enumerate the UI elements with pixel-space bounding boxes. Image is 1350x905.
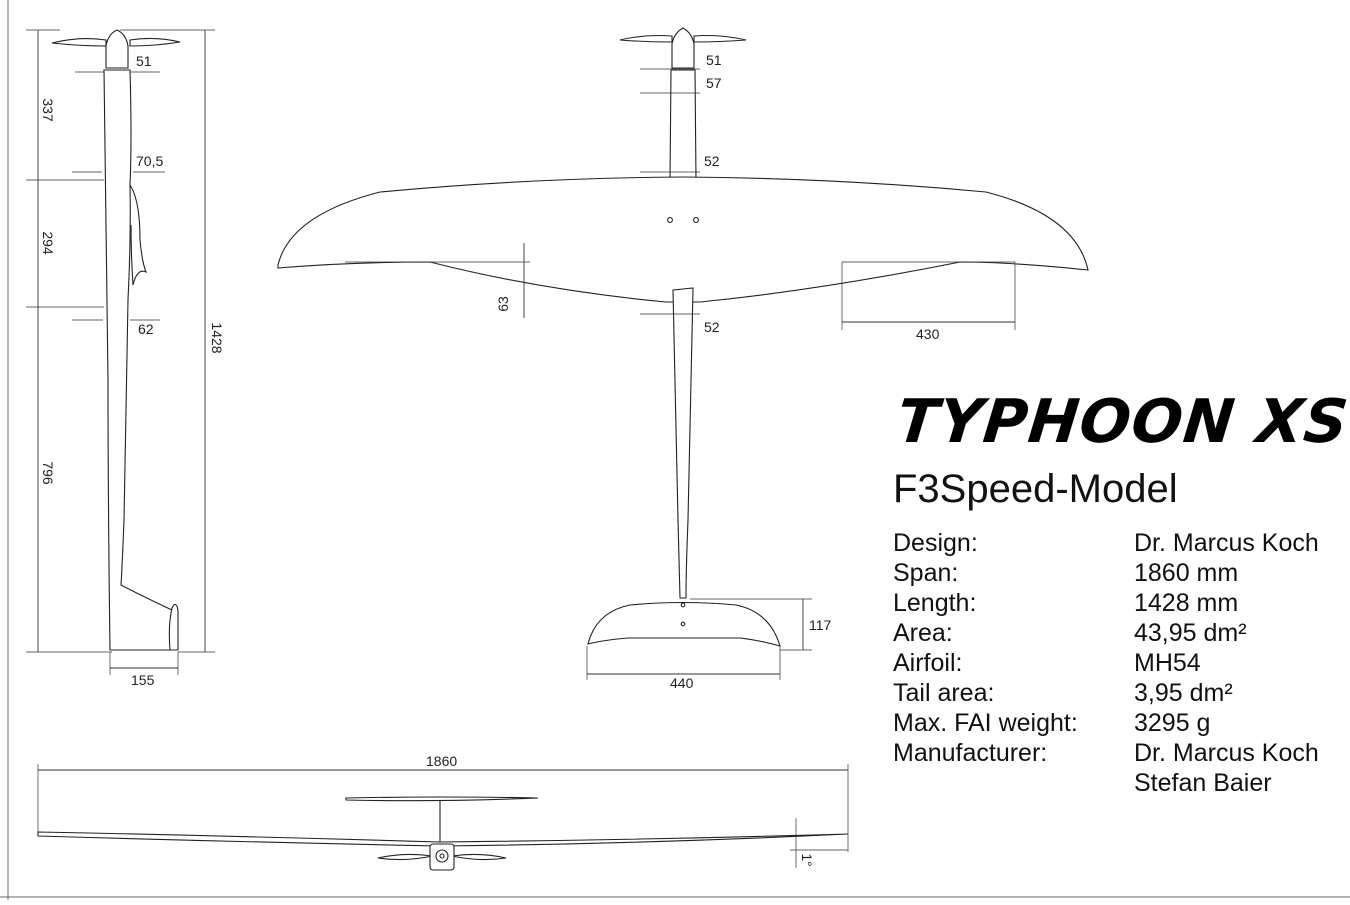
- spec-value: 1860 mm: [1134, 559, 1239, 587]
- front-view: 1860 1°: [37, 753, 849, 871]
- spec-label: Manufacturer:: [893, 739, 1048, 767]
- side-dim-label: 70,5: [136, 153, 163, 169]
- spec-label: Length:: [893, 589, 977, 617]
- top-dim-label: 63: [495, 296, 511, 312]
- spec-row: Stefan Baier: [893, 768, 1319, 798]
- side-spinner: [105, 29, 129, 69]
- title-block: TYPHOON XS F3Speed-Model Design: Dr. Marc…: [893, 382, 1350, 798]
- spec-label: [893, 768, 1134, 798]
- wing-bolt-hole: [693, 217, 699, 223]
- side-dim-label: 796: [40, 461, 56, 485]
- top-dim-label: 117: [809, 617, 832, 633]
- side-fuselage: [103, 69, 177, 651]
- spec-value: 3,95 dm²: [1134, 679, 1233, 707]
- spec-row: Max. FAI weight: 3295 g: [893, 708, 1319, 738]
- spec-value: Dr. Marcus Koch: [1134, 529, 1319, 557]
- spec-label: Area:: [893, 619, 953, 647]
- top-tail-boom: [672, 287, 694, 599]
- spec-row: Airfoil: MH54: [893, 648, 1319, 678]
- stab-bolt-hole: [680, 621, 686, 627]
- top-spinner: [671, 27, 695, 69]
- wing-bolt-hole: [667, 217, 673, 223]
- spec-label: Span:: [893, 559, 959, 587]
- top-propeller: [619, 34, 747, 43]
- top-dim-label: 430: [916, 326, 940, 342]
- top-view: 51 57 52 52 63 430 117 440: [277, 27, 1089, 691]
- front-spinner-hub: [439, 853, 445, 859]
- spec-row: Length: 1428 mm: [893, 588, 1319, 618]
- side-dim-label: 155: [131, 672, 155, 688]
- side-dim-label: 1428: [209, 322, 225, 353]
- spec-row: Area: 43,95 dm²: [893, 618, 1319, 648]
- side-dim-label: 62: [138, 321, 154, 337]
- spec-value: 43,95 dm²: [1134, 619, 1247, 647]
- model-subtitle: F3Speed-Model: [893, 467, 1178, 511]
- model-name: TYPHOON XS: [893, 387, 1350, 457]
- spec-label: Tail area:: [893, 679, 995, 707]
- spec-row: Manufacturer: Dr. Marcus Koch: [893, 738, 1319, 768]
- top-dim-label: 52: [704, 319, 720, 335]
- stab-bolt-hole: [680, 602, 686, 608]
- front-dim-label: 1860: [426, 753, 457, 769]
- side-fin: [168, 603, 179, 651]
- side-dim-label: 51: [136, 53, 152, 69]
- front-wing: [37, 831, 849, 847]
- side-view: 51 337 70,5 294 62 796 1428 155: [26, 29, 225, 688]
- side-dim-label: 337: [40, 98, 56, 122]
- spec-row: Span: 1860 mm: [893, 558, 1319, 588]
- spec-row: Tail area: 3,95 dm²: [893, 678, 1319, 708]
- spec-row: Design: Dr. Marcus Koch: [893, 528, 1319, 558]
- spec-value: Stefan Baier: [1134, 769, 1272, 797]
- spec-label: Airfoil:: [893, 649, 963, 677]
- spec-value: Dr. Marcus Koch: [1134, 739, 1319, 767]
- top-stabilizer: [587, 601, 781, 647]
- front-spinner: [435, 849, 449, 863]
- top-dim-label: 57: [706, 75, 722, 91]
- spec-label: Max. FAI weight:: [893, 709, 1078, 737]
- top-wing: [277, 176, 1089, 303]
- front-stabilizer: [345, 796, 539, 802]
- top-dim-label: 52: [704, 153, 720, 169]
- side-canopy: [129, 184, 148, 286]
- top-dim-label: 440: [670, 675, 694, 691]
- side-propeller: [51, 37, 181, 47]
- top-dim-label: 51: [706, 52, 722, 68]
- spec-label: Design:: [893, 529, 978, 557]
- spec-value: 1428 mm: [1134, 589, 1239, 617]
- side-dim-label: 294: [40, 231, 56, 255]
- spec-value: 3295 g: [1134, 709, 1211, 737]
- front-dim-label: 1°: [799, 853, 815, 866]
- spec-value: MH54: [1134, 649, 1201, 677]
- top-nose: [669, 69, 697, 184]
